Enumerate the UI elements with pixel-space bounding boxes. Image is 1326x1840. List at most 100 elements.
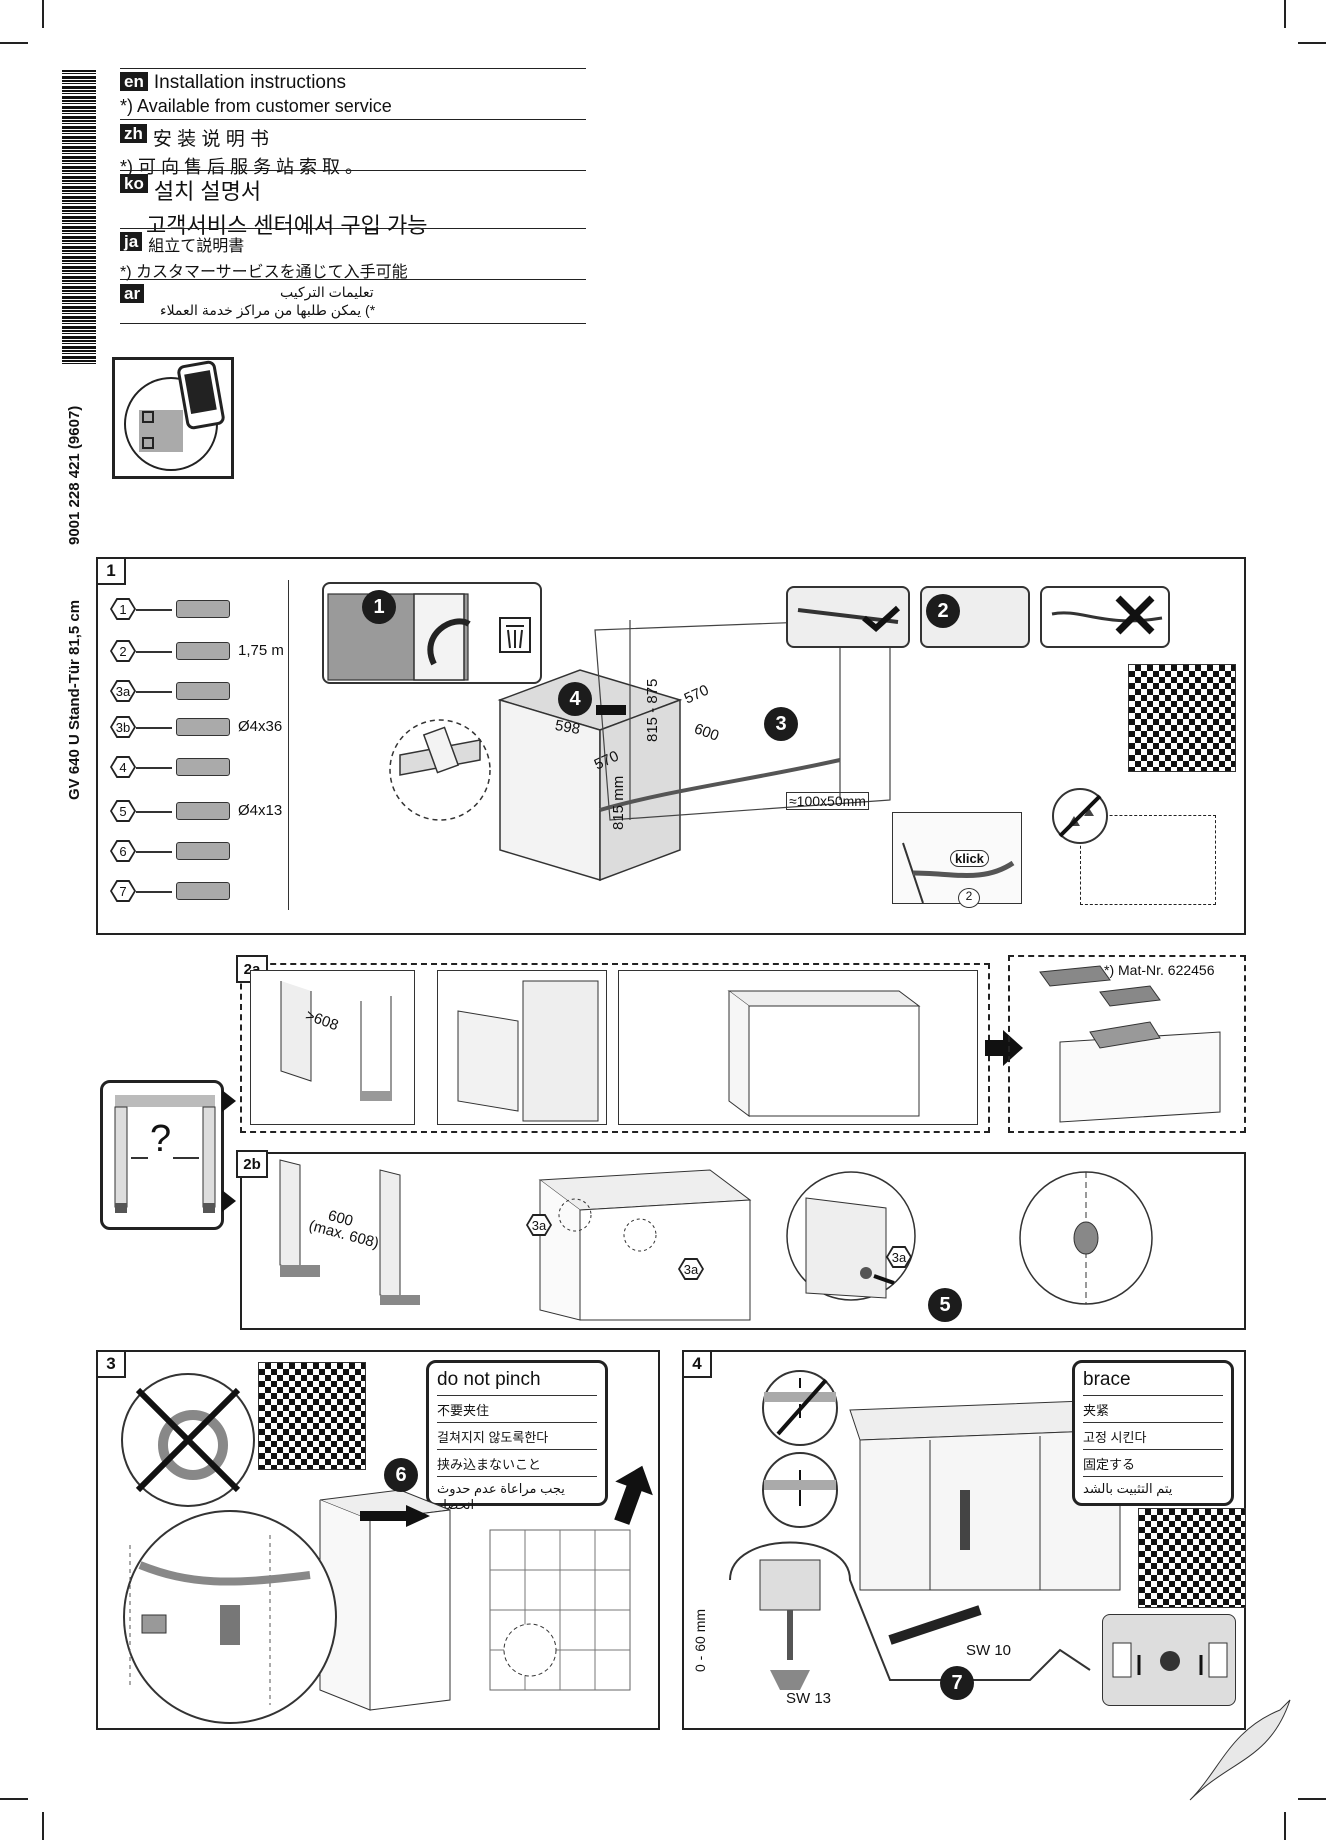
part-leader-line <box>136 851 172 853</box>
part-ref-2: 2 <box>958 888 980 908</box>
part-leader-line <box>136 767 172 769</box>
cabinet-panel <box>618 970 978 1125</box>
no-water-icon <box>1052 788 1108 844</box>
cabinet-panel <box>250 970 415 1125</box>
note-item: 고정 시킨다 <box>1083 1423 1223 1450</box>
note-item: يتم التثبيت بالشد <box>1083 1481 1173 1496</box>
dishwasher-illustration <box>389 619 891 882</box>
part-number-badge: 2 <box>110 640 136 662</box>
part-number-badge: 3b <box>110 716 136 738</box>
brace-note: brace 夹紧 고정 시킨다 固定する يتم التثبيت بالشد <box>1072 1360 1234 1506</box>
model-name: GV 640 U Stand-Tür 81,5 cm <box>66 599 83 800</box>
qr-code <box>1138 1508 1246 1608</box>
note-item: 固定する <box>1083 1450 1223 1477</box>
do-not-pinch-note: do not pinch 不要夹住 걸쳐지지 않도록한다 挟み込まないこと يج… <box>426 1360 608 1512</box>
part-illustration <box>176 802 230 820</box>
barcode <box>62 70 96 366</box>
part-illustration <box>176 682 230 700</box>
part-spec: 1,75 m <box>238 642 284 659</box>
smartphone-qr-icon <box>112 357 234 479</box>
lang-title: 설치 설명서 <box>153 179 262 204</box>
question-mark: ? <box>148 1118 174 1161</box>
no-kink-hose-icon <box>121 1373 255 1507</box>
crop-mark <box>0 42 28 44</box>
qr-code <box>258 1362 366 1470</box>
arrow-right-icon <box>222 1090 236 1112</box>
part-ref-text: 3a <box>888 1248 910 1266</box>
height-range: 0 - 60 mm <box>692 1608 708 1672</box>
cabinet-panel <box>437 970 607 1125</box>
note-heading: brace <box>1083 1367 1223 1396</box>
part-ref-3a: 3a <box>886 1246 912 1268</box>
lang-code: zh <box>120 124 147 143</box>
part-ref-text: 2 <box>965 889 973 903</box>
water-tap-panel <box>1080 815 1216 905</box>
part-illustration <box>176 718 230 736</box>
note-item: 夹紧 <box>1083 1396 1223 1423</box>
part-number-text: 1 <box>112 600 134 618</box>
part-illustration <box>176 842 230 860</box>
push-arrow <box>360 1505 430 1527</box>
part-spec: Ø4x36 <box>238 718 283 735</box>
page-curl <box>1189 1699 1291 1801</box>
crop-mark <box>1284 0 1286 28</box>
part-leader-line <box>136 691 172 693</box>
part-number-badge: 1 <box>110 598 136 620</box>
part-number-text: 7 <box>112 882 134 900</box>
part-number-badge: 7 <box>110 880 136 902</box>
crop-mark <box>1284 1812 1286 1840</box>
crop-mark <box>1298 42 1326 44</box>
rail-wrong-panel <box>1040 586 1170 648</box>
lang-note: *) 可 向 售 后 服 务 站 索 取 。 <box>120 157 364 177</box>
push-arrow <box>596 705 626 715</box>
step-badge-4: 4 <box>558 682 592 716</box>
part-number-badge: 5 <box>110 800 136 822</box>
lang-title: 安 装 说 明 书 <box>152 129 270 150</box>
part-illustration <box>176 600 230 618</box>
rail-check-panel <box>786 586 910 648</box>
note-heading: do not pinch <box>437 1367 597 1396</box>
step-badge-5: 5 <box>928 1288 962 1322</box>
lang-note: *) يمكن طلبها من مراكز خدمة العملاء <box>160 302 376 318</box>
part-number-text: 3a <box>112 682 134 700</box>
note-item: 挟み込まないこと <box>437 1450 597 1477</box>
accessory-number: *) Mat-Nr. 622456 <box>1104 962 1215 978</box>
lang-title: 組立て説明書 <box>148 238 245 255</box>
part-ref-text: 3a <box>680 1260 702 1278</box>
foot-adjust-detail <box>729 1541 1091 1690</box>
crop-mark <box>42 1812 44 1840</box>
note-item: 不要夹住 <box>437 1396 597 1423</box>
part-number-badge: 6 <box>110 840 136 862</box>
section-3-label: 3 <box>96 1350 126 1378</box>
step-badge-1: 1 <box>362 590 396 624</box>
arrow-right-icon <box>985 1030 1023 1066</box>
part-leader-line <box>136 811 172 813</box>
lang-note: *) Available from customer service <box>120 96 392 116</box>
part-leader-line <box>136 609 172 611</box>
cabinet-gap-illustration <box>279 1159 420 1305</box>
dim-815: 815 mm <box>610 775 627 830</box>
part-number-text: 4 <box>112 758 134 776</box>
part-leader-line <box>136 891 172 893</box>
opening-size: ≈100x50mm <box>786 792 869 810</box>
section-2b-label: 2b <box>236 1150 268 1178</box>
section-1-label: 1 <box>96 557 126 585</box>
dishwasher-installed-illustration <box>849 1399 1121 1591</box>
step-badge-6: 6 <box>384 1458 418 1492</box>
part-illustration <box>176 758 230 776</box>
qr-code <box>1128 664 1236 772</box>
lang-row-zh: zh 安 装 说 明 书 *) 可 向 售 后 服 务 站 索 取 。 <box>120 119 586 177</box>
klick-label: klick <box>950 850 989 867</box>
part-number-badge: 4 <box>110 756 136 778</box>
part-number-text: 2 <box>112 642 134 660</box>
part-spec: Ø4x13 <box>238 802 283 819</box>
section-4-label: 4 <box>682 1350 712 1378</box>
part-number-text: 5 <box>112 802 134 820</box>
part-ref-3a: 3a <box>678 1258 704 1280</box>
part-illustration <box>176 882 230 900</box>
crop-mark <box>1298 1798 1326 1800</box>
lang-code: en <box>120 72 148 91</box>
step-badge-3: 3 <box>764 707 798 741</box>
